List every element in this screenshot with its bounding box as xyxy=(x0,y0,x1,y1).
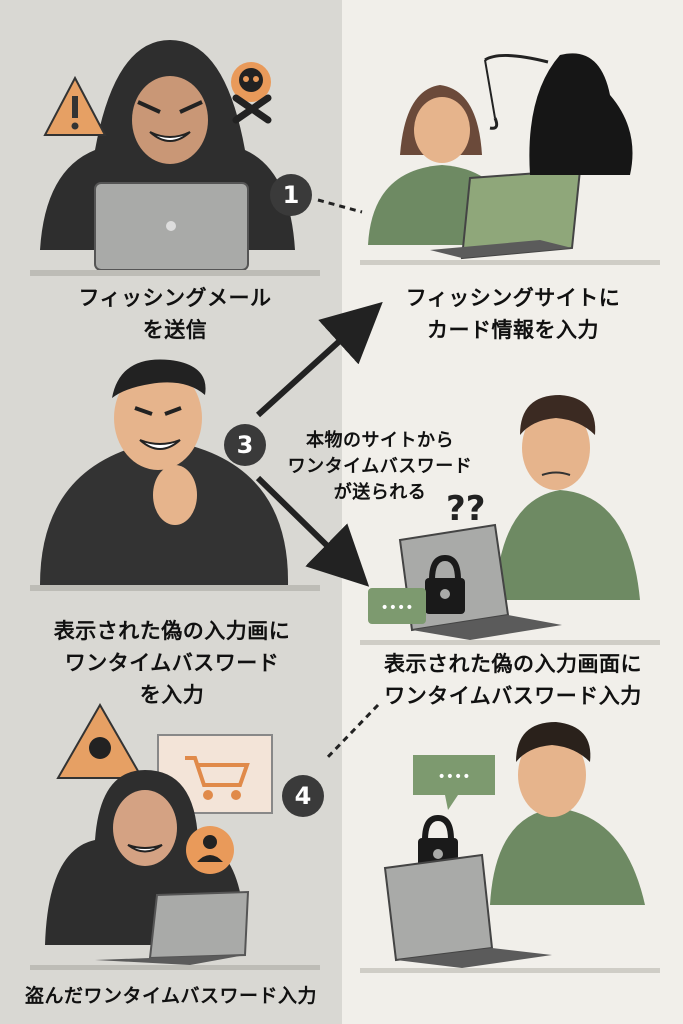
caption-line: フィッシングメール xyxy=(78,286,272,310)
caption-attacker-enter: 表示された偽の入力画に ワンタイムバスワード を入力 xyxy=(22,615,322,711)
caption-line: が送られる xyxy=(333,482,427,503)
caption-victim-enter: 表示された偽の入力画面に ワンタイムバスワード入力 xyxy=(363,648,663,712)
skull-crossbones-icon xyxy=(231,62,272,124)
caption-stolen-otp: 盗んだワンタイムバスワード入力 xyxy=(24,985,318,1007)
step-badge-3: 3 xyxy=(224,424,266,466)
laptop-icon-hacker-bottom xyxy=(30,890,320,970)
arrow-to-victim-otp xyxy=(255,475,370,587)
caption-line: 本物のサイトから xyxy=(306,430,454,451)
caption-line: を送信 xyxy=(142,318,208,342)
victim-man-figure-middle xyxy=(495,395,640,600)
caption-line: ワンタイムバスワード xyxy=(64,651,280,675)
caption-line: カード情報を入力 xyxy=(427,318,599,342)
lock-icon-middle xyxy=(425,554,465,614)
dashed-connector-4 xyxy=(323,703,380,762)
chat-bubble-icon-bottom: •••• xyxy=(413,755,495,810)
caption-line: 表示された偽の入力画に xyxy=(53,619,291,643)
caption-line: を入力 xyxy=(139,683,205,707)
caption-phishing-mail: フィッシングメール を送信 xyxy=(40,282,310,346)
caption-line: 表示された偽の入力画面に xyxy=(384,652,642,676)
caption-phishing-site: フィッシングサイトに カード情報を入力 xyxy=(368,282,658,346)
caption-line: フィッシングサイトに xyxy=(405,286,621,310)
laptop-icon-victim-bottom xyxy=(360,853,660,973)
step-badge-4: 4 xyxy=(282,775,324,817)
arrow-to-phishing-site xyxy=(255,301,383,418)
chat-bubble-icon-middle: •••• xyxy=(368,588,426,624)
laptop-icon-hacker-top xyxy=(30,182,320,276)
dashed-connector-1 xyxy=(317,198,363,214)
user-avatar-badge-icon xyxy=(186,826,234,874)
caption-line: ワンタイムバスワード入力 xyxy=(384,684,642,708)
question-marks: ?? xyxy=(446,489,485,529)
svg-text:••••: •••• xyxy=(437,769,470,785)
laptop-icon-victim-green xyxy=(360,168,660,265)
fishing-hook-phisher-icon xyxy=(484,53,633,176)
victim-man-figure-bottom xyxy=(490,722,645,905)
step-badge-1: 1 xyxy=(270,174,312,216)
svg-text:••••: •••• xyxy=(380,600,413,616)
warning-skull-triangle-icon xyxy=(56,702,144,779)
warning-triangle-icon xyxy=(43,75,107,136)
caption-line: ワンタイムバスワード xyxy=(287,456,473,477)
attacker-figure-middle xyxy=(30,359,320,591)
caption-otp-sent: 本物のサイトから ワンタイムバスワード が送られる xyxy=(280,428,480,506)
